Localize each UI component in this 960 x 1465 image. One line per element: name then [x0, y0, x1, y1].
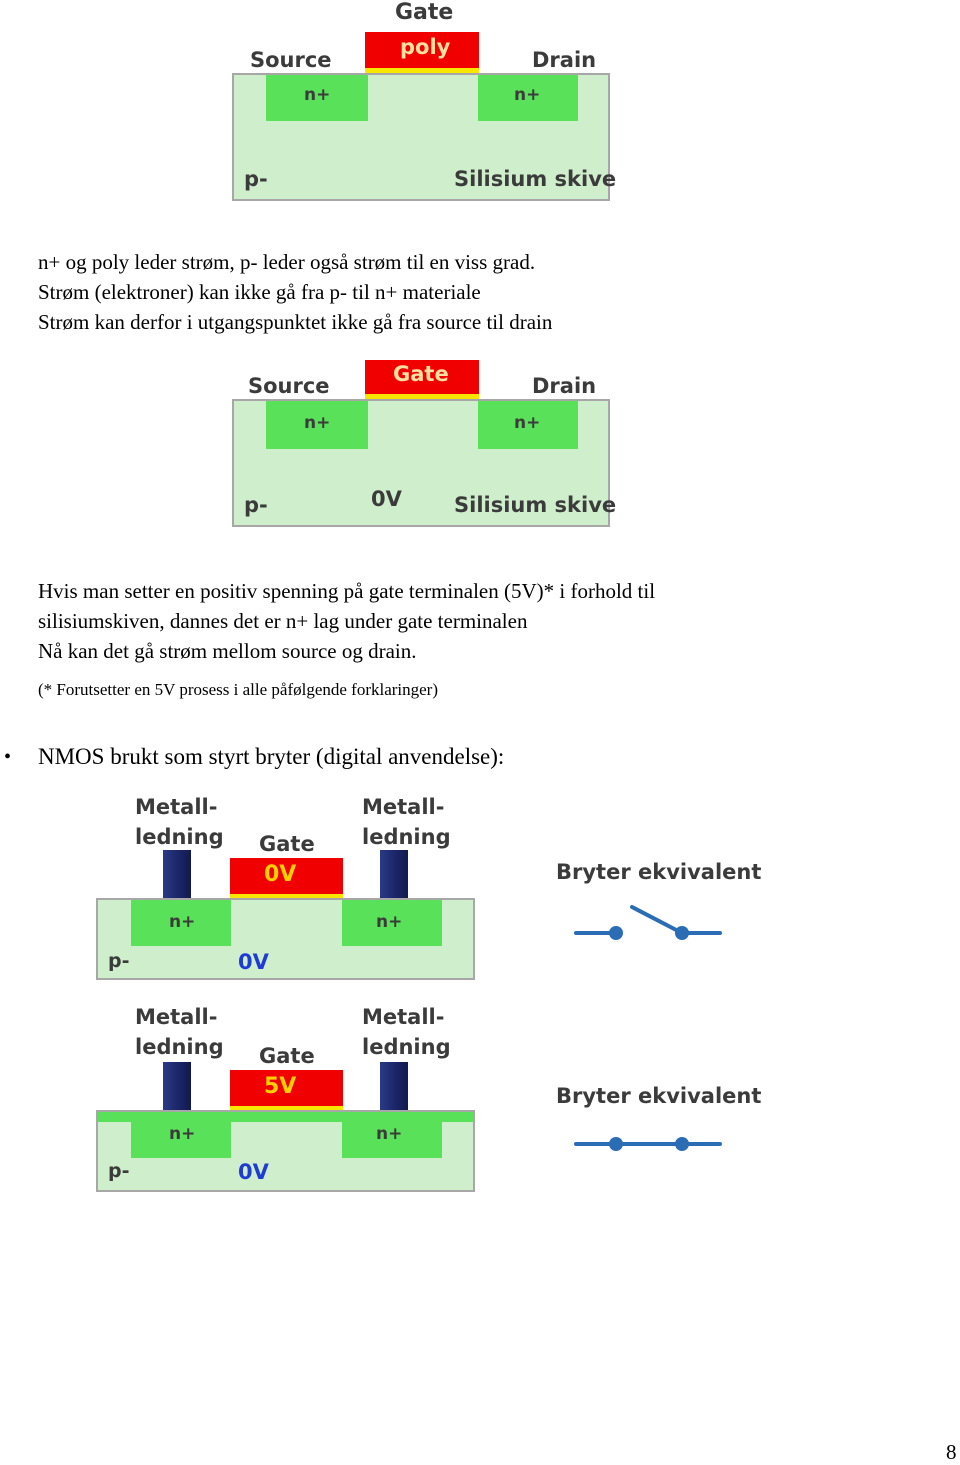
gate-electrode: Gate — [365, 360, 479, 394]
metal-wire-left — [163, 850, 191, 898]
substrate: n+ n+ p- 0V — [96, 898, 475, 980]
closed-switch-icon — [574, 1137, 722, 1151]
n-plus-drain: n+ — [342, 900, 442, 946]
open-switch-icon — [574, 905, 722, 940]
metal-label-line: Metall- — [135, 1005, 218, 1029]
text-line: Nå kan det gå strøm mellom source og dra… — [38, 639, 417, 663]
metal-wire-right — [380, 850, 408, 898]
metal-wire-label-left: Metall- ledning — [135, 1002, 224, 1062]
n-plus-label: n+ — [304, 85, 331, 105]
drain-label: Drain — [532, 374, 597, 398]
n-plus-label: n+ — [376, 1124, 403, 1144]
n-plus-drain: n+ — [478, 401, 578, 449]
text-line: Strøm kan derfor i utgangspunktet ikke g… — [38, 310, 553, 334]
metal-label-line: ledning — [135, 1035, 224, 1059]
substrate-voltage-label: 0V — [371, 487, 402, 511]
n-plus-drain: n+ — [478, 75, 578, 121]
substrate: n+ n+ p- 0V Silisium skive — [232, 399, 616, 527]
poly-gate: poly — [365, 32, 479, 68]
n-plus-label: n+ — [304, 413, 331, 433]
explanation-paragraph-1: n+ og poly leder strøm, p- leder også st… — [38, 247, 552, 337]
n-plus-source: n+ — [266, 401, 368, 449]
gate-voltage-label: 0V — [264, 862, 297, 887]
n-plus-label: n+ — [514, 85, 541, 105]
poly-label: poly — [400, 35, 451, 59]
substrate-label: Silisium skive — [454, 167, 617, 191]
substrate: n+ n+ p- Silisium skive — [232, 73, 616, 201]
p-minus-label: p- — [108, 1160, 130, 1182]
text-line: Hvis man setter en positiv spenning på g… — [38, 579, 656, 603]
gate-label: Gate — [259, 832, 315, 856]
metal-label-line: ledning — [135, 825, 224, 849]
explanation-paragraph-2: Hvis man setter en positiv spenning på g… — [38, 576, 655, 666]
metal-label-line: Metall- — [135, 795, 218, 819]
gate-electrode: 5V — [230, 1070, 343, 1106]
bullet-heading: NMOS brukt som styrt bryter (digital anv… — [38, 744, 505, 769]
substrate-voltage-label: 0V — [238, 950, 269, 974]
n-plus-label: n+ — [514, 413, 541, 433]
metal-label-line: Metall- — [362, 795, 445, 819]
metal-label-line: ledning — [362, 825, 451, 849]
gate-oxide — [230, 894, 343, 899]
metal-wire-label-right: Metall- ledning — [362, 1002, 451, 1062]
n-plus-source: n+ — [131, 900, 231, 946]
switch-equivalent-label: Bryter ekvivalent — [556, 1084, 762, 1108]
gate-top-label: Gate — [395, 0, 454, 25]
page-number: 8 — [946, 1440, 957, 1464]
induced-n-channel — [98, 1112, 473, 1122]
gate-label: Gate — [259, 1044, 315, 1068]
metal-wire-right — [380, 1062, 408, 1112]
p-minus-label: p- — [244, 167, 268, 191]
metal-label-line: ledning — [362, 1035, 451, 1059]
gate-electrode: 0V — [230, 858, 343, 894]
text-line: Strøm (elektroner) kan ikke gå fra p- ti… — [38, 280, 481, 304]
text-line: n+ og poly leder strøm, p- leder også st… — [38, 250, 536, 274]
text-line: silisiumskiven, dannes det er n+ lag und… — [38, 609, 528, 633]
n-plus-source: n+ — [266, 75, 368, 121]
n-plus-label: n+ — [376, 912, 403, 932]
n-plus-source: n+ — [131, 1112, 231, 1158]
n-plus-label: n+ — [169, 912, 196, 932]
gate-oxide — [365, 394, 479, 400]
substrate: n+ n+ p- 0V — [96, 1110, 475, 1192]
metal-label-line: Metall- — [362, 1005, 445, 1029]
gate-oxide — [365, 68, 479, 74]
drain-label: Drain — [532, 48, 597, 72]
n-plus-drain: n+ — [342, 1112, 442, 1158]
switch-equivalent-label: Bryter ekvivalent — [556, 860, 762, 884]
source-label: Source — [250, 48, 332, 72]
footnote: (* Forutsetter en 5V prosess i alle påfø… — [38, 680, 439, 699]
substrate-voltage-label: 0V — [238, 1160, 269, 1184]
n-plus-label: n+ — [169, 1124, 196, 1144]
metal-wire-label-left: Metall- ledning — [135, 792, 224, 852]
metal-wire-label-right: Metall- ledning — [362, 792, 451, 852]
p-minus-label: p- — [108, 950, 130, 972]
substrate-label: Silisium skive — [454, 493, 617, 517]
source-label: Source — [248, 374, 330, 398]
p-minus-label: p- — [244, 493, 268, 517]
metal-wire-left — [163, 1062, 191, 1112]
gate-voltage-label: 5V — [264, 1074, 297, 1099]
gate-oxide — [230, 1106, 343, 1112]
bullet-marker: • — [4, 746, 12, 768]
gate-label: Gate — [393, 362, 449, 386]
